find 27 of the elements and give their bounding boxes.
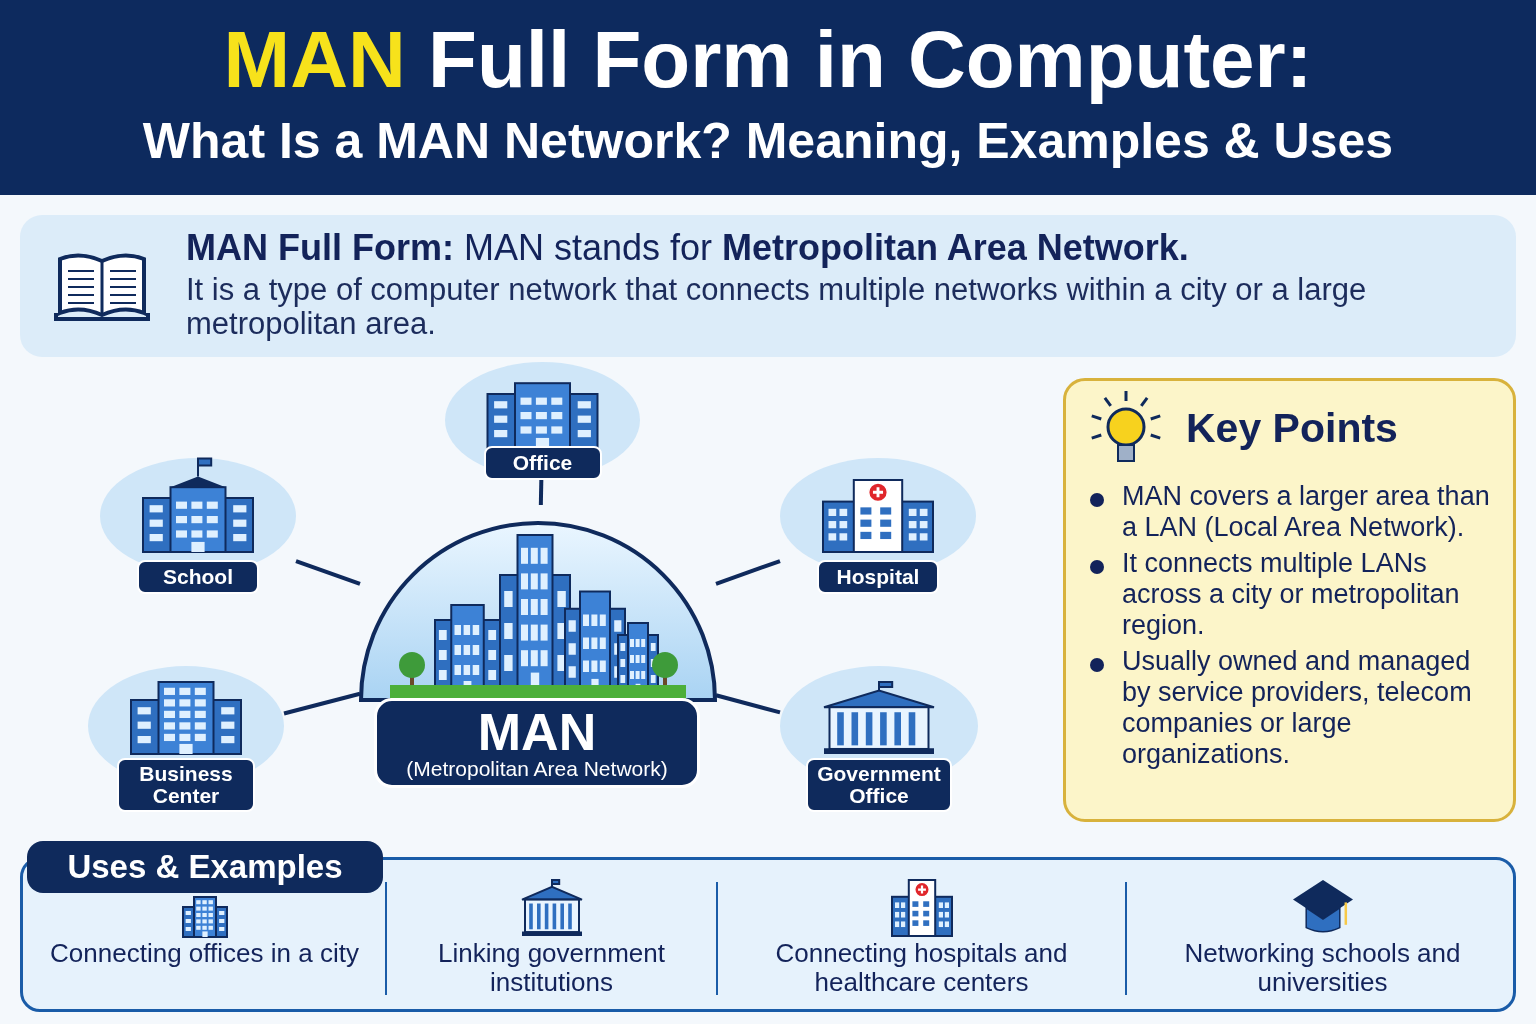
network-full-name: (Metropolitan Area Network) [405, 757, 669, 781]
use-case-text: Networking schools and universities [1183, 939, 1462, 997]
use-case-text: Connecting hospitals and healthcare centers [774, 939, 1069, 997]
location-label: Hospital [817, 560, 939, 594]
location-label: Office [483, 446, 602, 480]
key-point-text: It connects multiple LANs across a city or metropolitan region. [1122, 548, 1461, 641]
key-point-text: Usually owned and managed by service providers, telecom companies or large organizations. [1122, 646, 1473, 770]
definition-text: It is a type of computer network that connects multiple networks within a city or a large metropolitan area. [186, 273, 1368, 341]
key-points-panel [1063, 378, 1516, 822]
connector-line [715, 693, 781, 715]
location-label: Government Office [806, 758, 952, 812]
subtitle: What Is a MAN Network? Meaning, Examples & Uses [141, 112, 1395, 171]
key-points-heading: Key Points [1186, 405, 1398, 452]
definition-heading: MAN Full Form: MAN stands for Metropolitan Area Network. [186, 227, 1190, 269]
connector-line [283, 691, 361, 716]
use-case-text: Connecting offices in a city [49, 939, 360, 968]
location-label: Business Center [117, 758, 255, 812]
location-label: School [137, 560, 259, 594]
connector-line [295, 559, 361, 586]
key-point-text: MAN covers a larger area than a LAN (Local Area Network). [1122, 481, 1491, 543]
definition-panel [20, 215, 1516, 357]
connector-line [715, 559, 781, 586]
section-tab: Uses & Examples [27, 841, 383, 893]
title: MAN Full Form in Computer: [222, 14, 1314, 106]
connector-line [538, 479, 544, 506]
use-case-text: Linking government institutions [437, 939, 666, 997]
network-name: MAN [476, 705, 598, 759]
